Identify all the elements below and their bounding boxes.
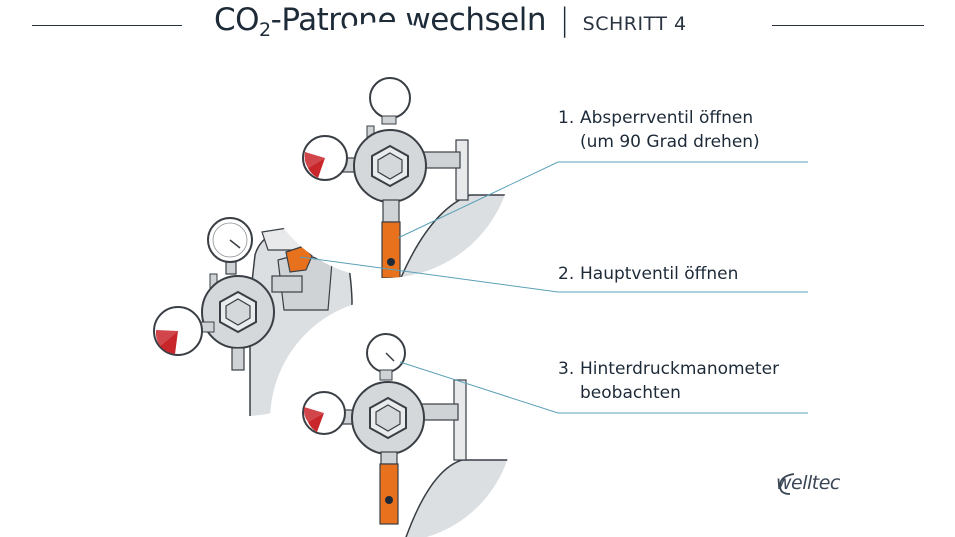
detail-bottom-regulator: [270, 298, 514, 537]
page-title: CO2-Patrone wechseln | SCHRITT 4: [214, 2, 687, 41]
welltec-logo: welltec: [776, 472, 840, 494]
step-3-line2: beobachten: [580, 383, 681, 403]
step-3-text: 3.Hinterdruckmanometer beobachten: [558, 357, 779, 405]
callout-line-step-2: [299, 256, 808, 293]
step-2-text: 2.Hauptventil öffnen: [558, 262, 738, 286]
detail-bottom-gauge: [302, 391, 346, 435]
header-rule-left: [32, 25, 182, 26]
detail-top-gauge: [302, 135, 348, 181]
main-content-gauge: [153, 306, 215, 356]
step-1-number: 1.: [558, 108, 575, 128]
step-label: SCHRITT 4: [582, 13, 687, 35]
main-pressure-gauge: [207, 217, 253, 263]
callout-line-step-3: [399, 361, 808, 414]
title-prefix: CO: [214, 2, 260, 38]
main-valve-orange: [285, 245, 313, 273]
step-1-line2: (um 90 Grad drehen): [580, 132, 760, 152]
header: CO2-Patrone wechseln | SCHRITT 4: [0, 0, 955, 60]
step-1-line1: Absperrventil öffnen: [580, 108, 754, 128]
step-2-number: 2.: [558, 264, 575, 284]
title-separator: |: [559, 2, 570, 38]
step-3-number: 3.: [558, 359, 575, 379]
step-3-line1: Hinterdruckmanometer: [580, 359, 780, 379]
welltec-logo-icon: [779, 473, 795, 495]
header-rule-right: [772, 25, 924, 26]
step-2-line1: Hauptventil öffnen: [580, 264, 739, 284]
step-1-text: 1.Absperrventil öffnen (um 90 Grad drehe…: [558, 106, 760, 154]
logo-text: welltec: [776, 472, 840, 494]
callout-lines: [299, 161, 808, 414]
callout-line-step-1: [397, 161, 808, 239]
title-subscript: 2: [259, 19, 271, 41]
